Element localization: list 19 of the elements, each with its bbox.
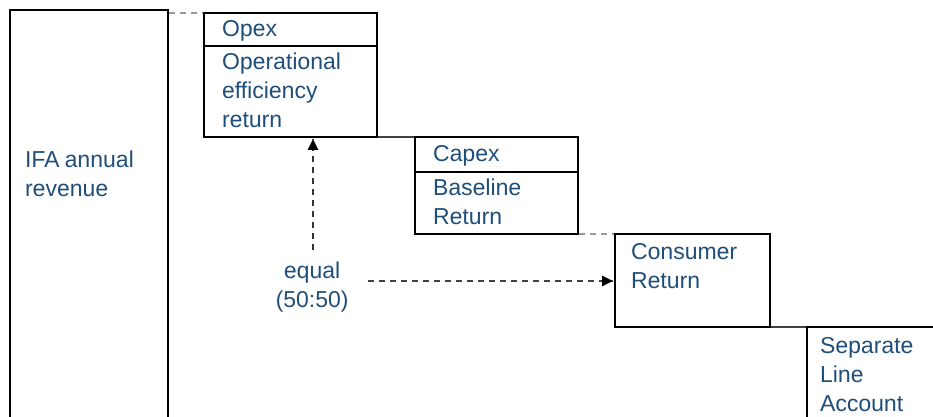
process-box [414,136,579,235]
connector-line [579,233,614,235]
arrow [368,275,613,287]
process-box [614,233,771,328]
box-heading: Opex [205,14,376,47]
process-box [9,9,169,417]
box-heading: Capex [416,138,577,173]
connector-line [771,326,806,328]
arrow [307,139,319,250]
box-text: IFA annual revenue [24,145,135,203]
process-box [806,326,933,417]
connector-line [169,12,203,14]
process-box [203,12,378,138]
box-text: Baseline Return [432,173,522,231]
connector-line [378,136,414,138]
annotation-text: equal (50:50) [274,256,350,314]
box-text: Consumer Return [630,237,738,295]
box-text: Operational efficiency return [221,47,342,134]
box-text: Separate Line Account [819,331,914,417]
